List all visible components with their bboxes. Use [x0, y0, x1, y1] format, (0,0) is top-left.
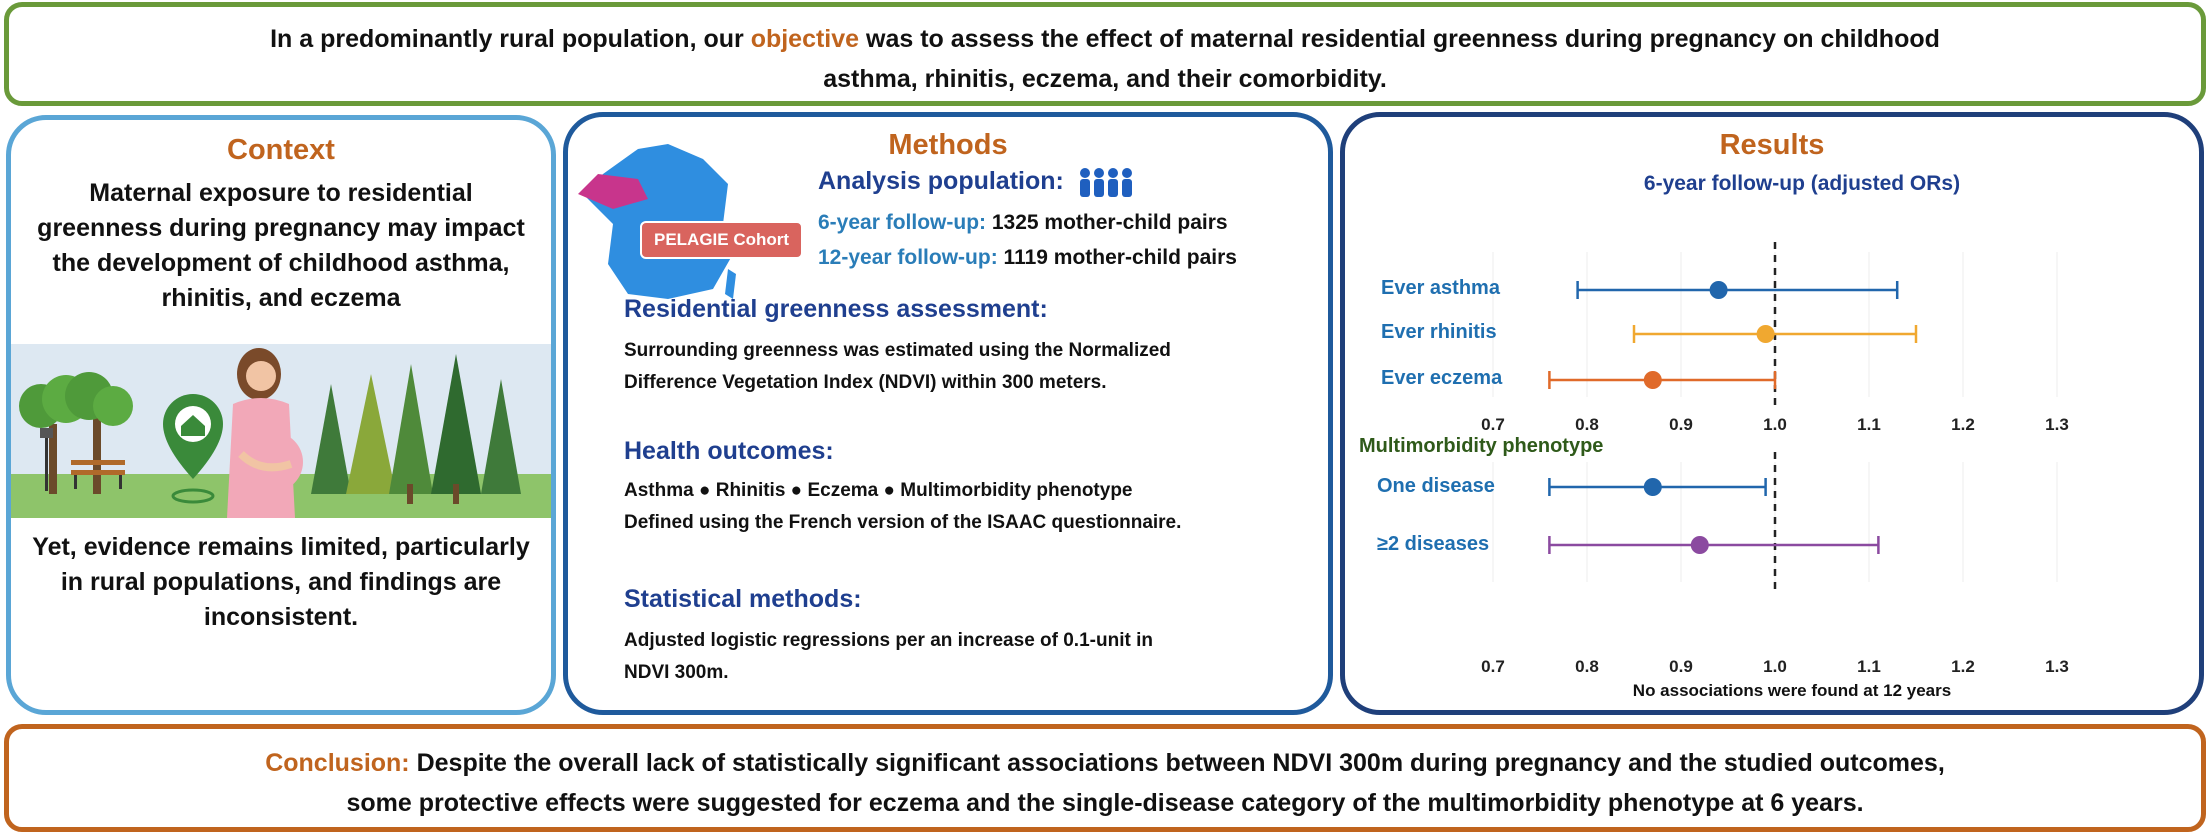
label-ever-asthma: Ever asthma	[1381, 277, 1500, 299]
x-tick-label: 0.9	[1669, 657, 1693, 676]
x-tick-label: 1.0	[1763, 415, 1787, 434]
label-one-disease: One disease	[1377, 475, 1495, 497]
conclusion-line1: Despite the overall lack of statisticall…	[409, 749, 1945, 777]
conclusion-banner: Conclusion: Despite the overall lack of …	[4, 724, 2206, 832]
methods-title: Methods	[888, 129, 1008, 161]
people-icon	[1078, 167, 1134, 204]
context-title: Context	[227, 134, 335, 166]
outcomes-list: Asthma ● Rhinitis ● Eczema ● Multimorbid…	[624, 480, 1133, 501]
pelagie-cohort-tag: PELAGIE Cohort	[640, 221, 804, 259]
followup-6-value: 1325 mother-child pairs	[991, 211, 1228, 234]
objective-line2: asthma, rhinitis, eczema, and their como…	[823, 65, 1387, 93]
label-ever-eczema: Ever eczema	[1381, 367, 1503, 389]
objective-text: In a predominantly rural population, our…	[29, 19, 2181, 99]
objective-banner: In a predominantly rural population, our…	[4, 2, 2206, 106]
results-title: Results	[1719, 129, 1825, 161]
objective-part2: was to assess the effect of maternal res…	[859, 25, 1940, 53]
x-tick-label: 1.0	[1763, 657, 1787, 676]
conclusion-label: Conclusion:	[265, 749, 410, 777]
methods-panel: Methods PELAGIE Cohort Analysis populati…	[563, 112, 1333, 715]
pregnant-woman-park-illustration	[11, 344, 551, 518]
population-heading: Analysis population:	[818, 167, 1064, 195]
or-point	[1709, 281, 1728, 299]
x-tick-label: 0.8	[1575, 657, 1599, 676]
or-point	[1643, 371, 1662, 389]
objective-part1: In a predominantly rural population, our	[270, 25, 751, 53]
or-point	[1756, 325, 1775, 343]
x-tick-label: 1.2	[1951, 415, 1975, 434]
greenness-text: Surrounding greenness was estimated usin…	[624, 340, 1171, 393]
x-tick-label: 1.1	[1857, 415, 1881, 434]
greenness-heading: Residential greenness assessment:	[624, 295, 1048, 323]
stats-heading: Statistical methods:	[624, 585, 862, 613]
followup-6-line: 6-year follow-up: 1325 mother-child pair…	[818, 207, 1228, 239]
followup-12-label: 12-year follow-up:	[818, 246, 998, 269]
followup-12-line: 12-year follow-up: 1119 mother-child pai…	[818, 242, 1237, 274]
forest-plot	[1492, 242, 2058, 592]
followup-6-label: 6-year follow-up:	[818, 211, 987, 234]
label-ever-rhinitis: Ever rhinitis	[1381, 321, 1497, 343]
x-tick-label: 0.9	[1669, 415, 1693, 434]
context-text-1: Maternal exposure to residential greenne…	[37, 179, 525, 312]
x-tick-label: 0.8	[1575, 415, 1599, 434]
multimorbidity-label: Multimorbidity phenotype	[1359, 435, 1604, 457]
context-text-2: Yet, evidence remains limited, particula…	[32, 533, 530, 631]
results-subtitle: 6-year follow-up (adjusted ORs)	[1643, 172, 1961, 195]
outcome-rhinitis: Rhinitis	[715, 480, 786, 501]
outcomes-text: Defined using the French version of the …	[624, 512, 1182, 533]
x-tick-label: 1.1	[1857, 657, 1881, 676]
results-footnote: No associations were found at 12 years	[1632, 681, 1952, 700]
outcome-asthma: Asthma	[624, 480, 694, 501]
stats-text: Adjusted logistic regressions per an inc…	[624, 630, 1153, 683]
outcome-eczema: Eczema	[807, 480, 879, 501]
x-tick-label: 1.3	[2045, 657, 2069, 676]
outcomes-heading: Health outcomes:	[624, 437, 834, 465]
x-tick-label: 0.7	[1481, 657, 1505, 676]
x-tick-label: 0.7	[1481, 415, 1505, 434]
label-two-plus-diseases: ≥2 diseases	[1377, 533, 1490, 555]
results-panel: Results 6-year follow-up (adjusted ORs) …	[1340, 112, 2204, 715]
or-point	[1690, 536, 1709, 554]
context-panel: Context Maternal exposure to residential…	[6, 115, 556, 715]
objective-keyword: objective	[750, 25, 860, 53]
conclusion-line2: some protective effects were suggested f…	[346, 789, 1864, 817]
x-tick-label: 1.2	[1951, 657, 1975, 676]
conclusion-text: Conclusion: Despite the overall lack of …	[29, 743, 2181, 823]
followup-12-value: 1119 mother-child pairs	[1003, 246, 1237, 269]
or-point	[1643, 478, 1662, 496]
x-tick-label: 1.3	[2045, 415, 2069, 434]
outcome-multimorbidity: Multimorbidity phenotype	[900, 480, 1133, 501]
